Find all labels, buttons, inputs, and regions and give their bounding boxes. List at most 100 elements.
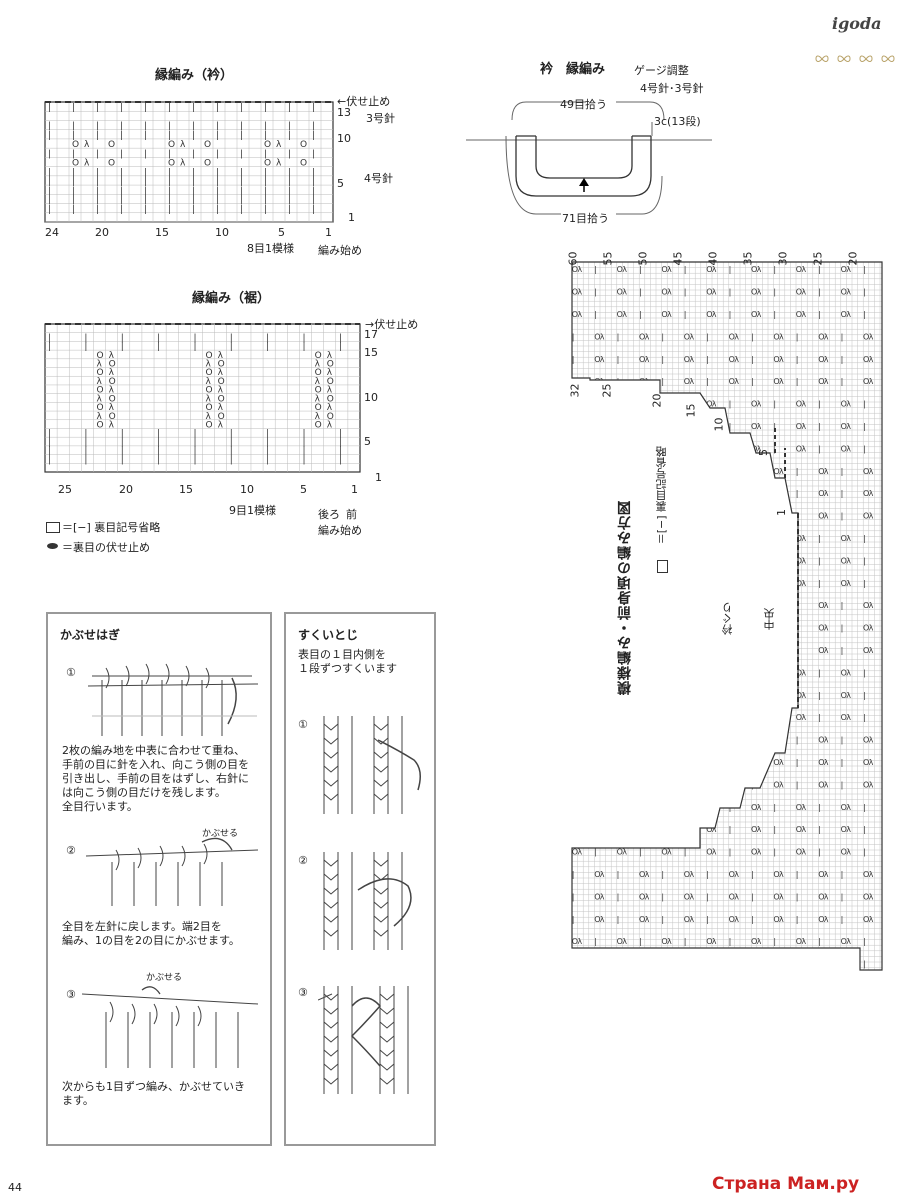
- stitch-symbol: O: [661, 265, 667, 274]
- stitch-symbol: |: [863, 579, 866, 588]
- stitch-symbol: |: [751, 915, 754, 924]
- stitch-symbol: λ: [600, 489, 605, 498]
- stitch-symbol: λ: [97, 412, 103, 422]
- kabuse-step3-illustration: [82, 986, 259, 1068]
- stitch-symbol: |: [266, 447, 269, 457]
- stitch-symbol: |: [661, 870, 664, 879]
- stitch-symbol: |: [230, 455, 233, 465]
- stitch-symbol: O: [594, 624, 600, 633]
- stitch-symbol: λ: [846, 400, 851, 409]
- stitch-symbol: |: [230, 429, 233, 439]
- stitch-symbol: λ: [689, 377, 694, 386]
- stitch-symbol: O: [639, 624, 645, 633]
- front-top-40: 40: [706, 251, 720, 266]
- stitch-symbol: |: [818, 803, 821, 812]
- stitch-symbol: λ: [622, 310, 627, 319]
- stitch-symbol: O: [863, 355, 869, 364]
- stitch-symbol: O: [315, 386, 322, 396]
- stitch-symbol: |: [264, 186, 267, 196]
- stitch-symbol: |: [796, 489, 799, 498]
- stitch-symbol: O: [572, 265, 578, 274]
- stitch-symbol: λ: [779, 467, 784, 476]
- stitch-symbol: λ: [667, 960, 672, 969]
- stitch-symbol: |: [706, 377, 709, 386]
- stitch-symbol: O: [684, 489, 690, 498]
- stitch-symbol: λ: [667, 848, 672, 857]
- stitch-symbol: |: [120, 168, 123, 178]
- stitch-symbol: λ: [600, 512, 605, 521]
- stitch-symbol: λ: [600, 601, 605, 610]
- stitch-symbol: λ: [622, 713, 627, 722]
- stitch-symbol: |: [168, 177, 171, 187]
- stitch-symbol: λ: [689, 736, 694, 745]
- stitch-symbol: |: [706, 601, 709, 610]
- collar-st-15: 15: [155, 226, 169, 239]
- stitch-symbol: |: [240, 149, 243, 159]
- stitch-symbol: |: [120, 196, 123, 206]
- stitch-symbol: O: [818, 780, 824, 789]
- collar-bottom-pickup: 71目拾う: [562, 212, 609, 225]
- stitch-symbol: |: [288, 196, 291, 206]
- stitch-symbol: |: [684, 803, 687, 812]
- stitch-symbol: λ: [779, 892, 784, 901]
- stitch-symbol: O: [751, 668, 757, 677]
- stitch-symbol: λ: [600, 332, 605, 341]
- stitch-symbol: |: [120, 131, 123, 141]
- stitch-symbol: |: [48, 177, 51, 187]
- sukui-step3-num: ③: [298, 986, 308, 999]
- stitch-symbol: |: [751, 512, 754, 521]
- stitch-symbol: |: [639, 848, 642, 857]
- stitch-symbol: λ: [622, 825, 627, 834]
- stitch-symbol: λ: [667, 691, 672, 700]
- stitch-symbol: λ: [645, 870, 650, 879]
- stitch-symbol: O: [639, 601, 645, 610]
- stitch-symbol: |: [72, 205, 75, 215]
- stitch-symbol: O: [617, 713, 623, 722]
- stitch-symbol: O: [617, 937, 623, 946]
- stitch-symbol: |: [617, 915, 620, 924]
- stitch-symbol: |: [240, 196, 243, 206]
- stitch-symbol: |: [863, 691, 866, 700]
- stitch-symbol: |: [266, 333, 269, 343]
- stitch-symbol: O: [594, 489, 600, 498]
- page-number: 44: [8, 1181, 22, 1194]
- stitch-symbol: O: [684, 915, 690, 924]
- stitch-symbol: λ: [645, 624, 650, 633]
- stitch-symbol: |: [841, 870, 844, 879]
- stitch-symbol: λ: [667, 713, 672, 722]
- stitch-symbol: |: [120, 149, 123, 159]
- hem-start-label: 編み始め: [318, 524, 362, 537]
- stitch-symbol: λ: [846, 534, 851, 543]
- collar-st-5: 5: [278, 226, 285, 239]
- stitch-symbol: |: [264, 168, 267, 178]
- stitch-symbol: O: [796, 825, 802, 834]
- stitch-symbol: O: [661, 960, 667, 969]
- stitch-symbol: O: [617, 848, 623, 857]
- stitch-symbol: λ: [645, 915, 650, 924]
- stitch-symbol: O: [315, 403, 322, 413]
- stitch-symbol: λ: [645, 601, 650, 610]
- stitch-symbol: O: [218, 377, 225, 387]
- stitch-symbol: λ: [645, 355, 650, 364]
- stitch-symbol: O: [206, 386, 213, 396]
- stitch-symbol: O: [206, 368, 213, 378]
- stitch-symbol: |: [818, 668, 821, 677]
- stitch-symbol: |: [729, 668, 732, 677]
- stitch-symbol: |: [661, 377, 664, 386]
- stitch-symbol: |: [120, 186, 123, 196]
- kabuse-step2-illustration: [85, 837, 259, 906]
- stitch-symbol: |: [240, 186, 243, 196]
- stitch-symbol: |: [264, 177, 267, 187]
- stitch-symbol: λ: [779, 915, 784, 924]
- stitch-symbol: |: [729, 444, 732, 453]
- stitch-symbol: |: [706, 489, 709, 498]
- stitch-symbol: |: [639, 937, 642, 946]
- stitch-symbol: O: [729, 736, 735, 745]
- stitch-symbol: O: [300, 159, 307, 169]
- stitch-symbol: O: [773, 780, 779, 789]
- stitch-symbol: λ: [97, 360, 103, 370]
- stitch-symbol: |: [706, 624, 709, 633]
- stitch-symbol: |: [216, 196, 219, 206]
- stitch-symbol: λ: [689, 601, 694, 610]
- stitch-symbol: λ: [577, 444, 582, 453]
